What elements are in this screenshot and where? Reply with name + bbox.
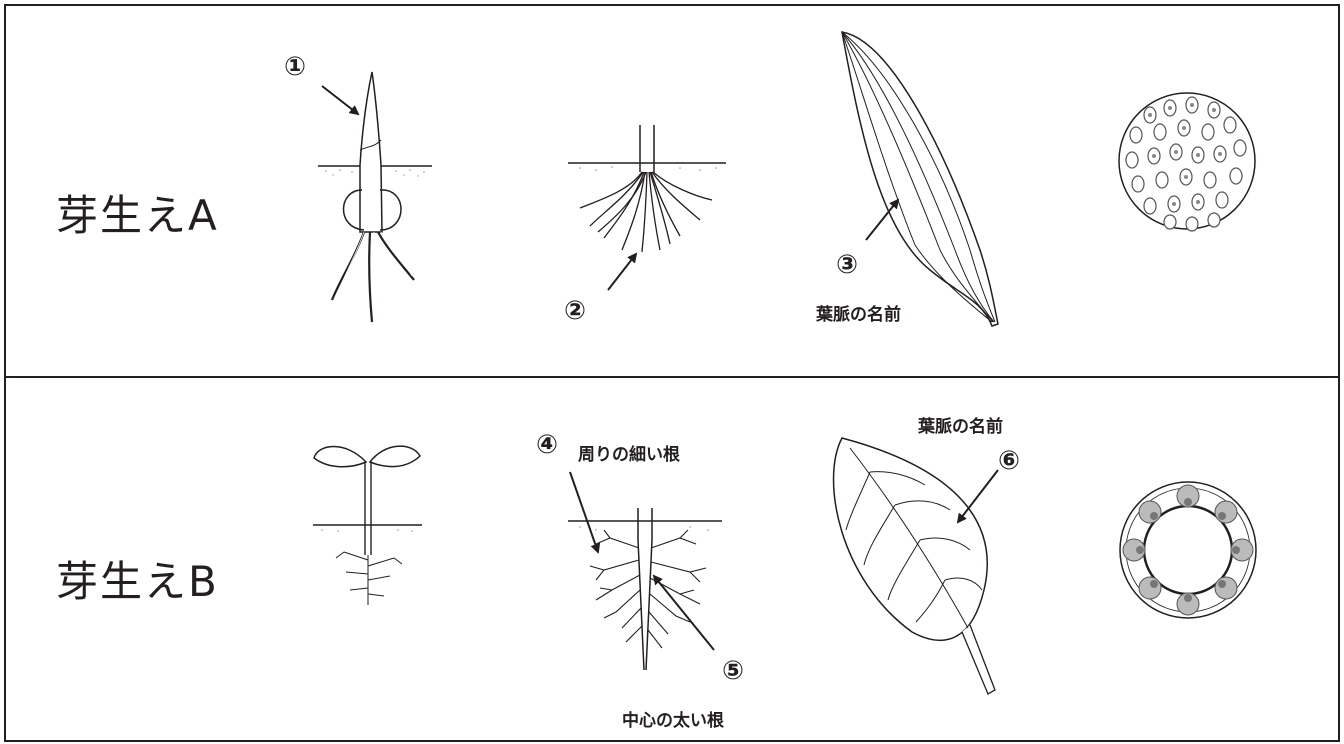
caption-main-root: 中心の太い根 <box>622 706 724 731</box>
caption-vein-name-b: 葉脈の名前 <box>918 412 1003 437</box>
marker-5: ⑤ <box>722 658 744 684</box>
caption-vein-name-a: 葉脈の名前 <box>816 300 901 325</box>
marker-1: ① <box>284 54 306 80</box>
marker-3: ③ <box>836 252 858 278</box>
marker-2: ② <box>564 298 586 324</box>
marker-6: ⑥ <box>998 448 1020 474</box>
caption-fine-roots: 周りの細い根 <box>578 440 680 465</box>
marker-4: ④ <box>536 432 558 458</box>
